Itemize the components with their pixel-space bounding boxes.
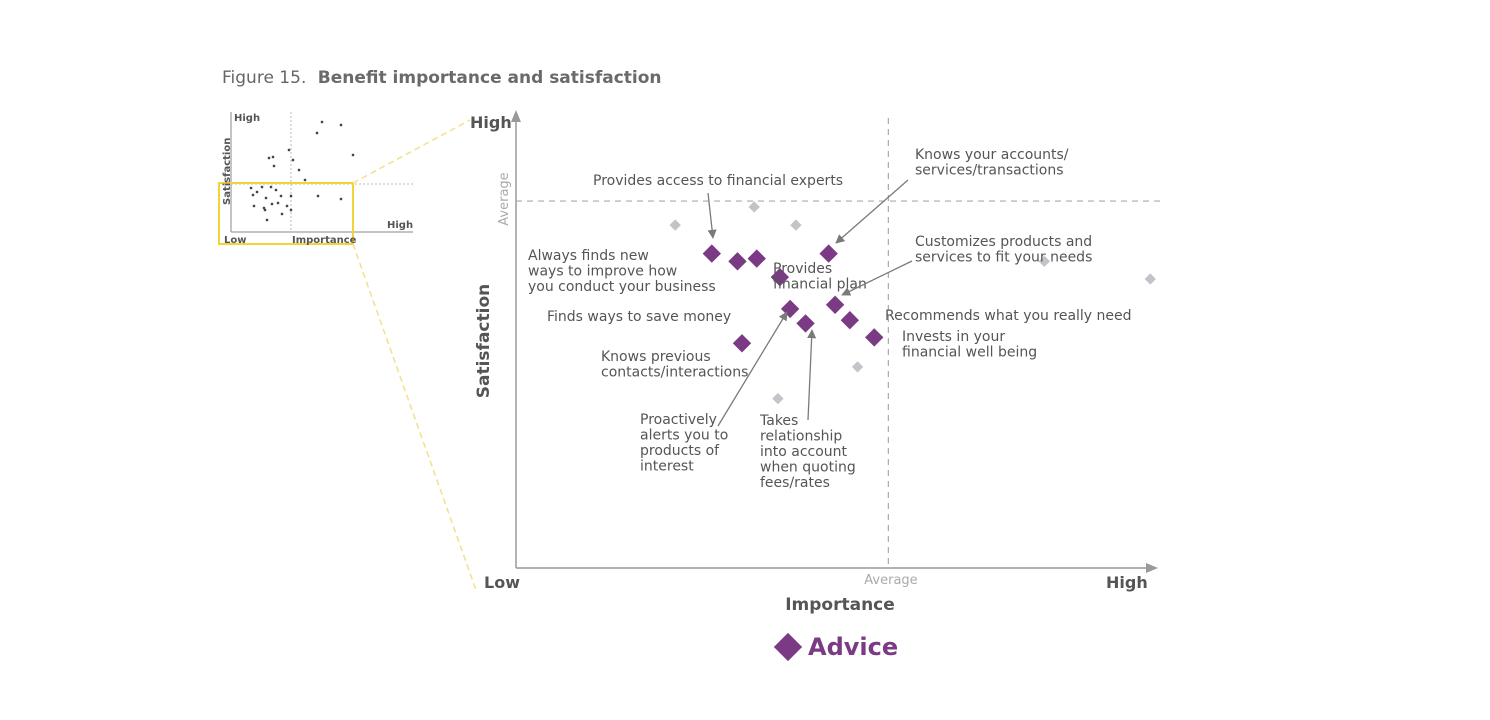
mini-dot — [303, 178, 307, 182]
mini-dot — [289, 194, 293, 198]
mini-dot — [280, 212, 284, 216]
mini-dot — [289, 208, 293, 212]
mini-overview-chart: High Satisfaction Low Importance High — [218, 112, 477, 591]
mini-dot — [351, 153, 355, 157]
x-low-label: Low — [484, 573, 520, 592]
annotation-arrow — [707, 192, 717, 239]
mini-x-low-label: Low — [224, 235, 246, 246]
other-benefit-point — [790, 219, 802, 231]
advice-point — [747, 249, 766, 268]
x-average-label: Average — [864, 573, 917, 588]
advice-point — [770, 267, 790, 287]
mini-dot — [272, 164, 276, 168]
mini-dot — [269, 185, 273, 189]
mini-dot — [263, 208, 267, 212]
mini-dot — [276, 201, 280, 205]
y-axis-arrow — [511, 110, 521, 122]
mini-dot — [297, 168, 301, 172]
mini-dot — [271, 155, 275, 159]
figure-title: Figure 15. Benefit importance and satisf… — [222, 68, 662, 88]
mini-dots — [249, 120, 355, 222]
other-benefit-point — [1038, 255, 1051, 267]
legend-label: Advice — [808, 633, 898, 661]
advice-point-label: Knows your accounts/services/transaction… — [915, 147, 1069, 179]
mini-dot — [339, 197, 343, 201]
mini-dot — [262, 206, 266, 210]
y-axis-label: Satisfaction — [474, 284, 494, 398]
advice-point — [702, 244, 722, 263]
y-average-label: Average — [497, 172, 512, 225]
mini-y-high-label: High — [234, 113, 260, 124]
annotation-arrow — [717, 311, 788, 427]
mini-dot — [287, 148, 291, 152]
x-high-label: High — [1106, 573, 1148, 592]
mini-dot — [267, 156, 271, 160]
mini-y-axis-label: Satisfaction — [222, 138, 233, 205]
mini-x-high-label: High — [387, 220, 413, 231]
zoom-box — [218, 182, 354, 245]
annotation-arrow — [807, 329, 817, 421]
zoom-connector-bottom — [352, 243, 477, 591]
mini-dot — [270, 202, 274, 206]
x-axis-label: Importance — [785, 595, 895, 615]
other-benefit-point — [1144, 273, 1156, 285]
figure-name: Benefit importance and satisfaction — [317, 68, 662, 88]
mini-dot — [274, 188, 278, 192]
mini-dot — [279, 194, 283, 198]
other-benefit-point — [772, 392, 784, 405]
legend: Advice — [773, 632, 898, 662]
legend-swatch — [773, 632, 803, 662]
mini-dot — [264, 196, 268, 200]
figure-number: Figure 15. — [222, 68, 307, 88]
advice-point — [796, 314, 815, 333]
x-axis-arrow — [1146, 563, 1158, 573]
other-benefit-point — [851, 361, 864, 373]
advice-point — [780, 299, 800, 319]
advice-point — [840, 311, 860, 330]
mini-dot — [339, 123, 343, 127]
mini-dot — [260, 185, 264, 189]
advice-point — [825, 295, 845, 314]
advice-point-label: Provides access to financial experts — [593, 173, 843, 189]
advice-point-label: Recommends what you really need — [885, 308, 1132, 324]
advice-point — [732, 334, 752, 353]
advice-point — [728, 252, 747, 271]
other-benefit-point — [669, 219, 681, 231]
advice-point-label: Finds ways to save money — [547, 309, 731, 325]
mini-dot — [320, 120, 324, 124]
mini-x-axis-label: Importance — [292, 235, 357, 246]
other-benefit-point — [748, 201, 760, 213]
mini-dot — [265, 218, 269, 222]
mini-dot — [315, 131, 319, 135]
mini-dot — [252, 204, 256, 208]
advice-point — [865, 328, 884, 347]
y-high-label: High — [470, 113, 512, 132]
annotation-arrow — [835, 179, 909, 244]
annotation-arrow — [841, 260, 913, 296]
mini-dot — [255, 190, 259, 194]
mini-dot — [285, 204, 289, 208]
zoom-connector-top — [352, 119, 471, 184]
mini-dot — [291, 158, 295, 162]
mini-dot — [316, 194, 320, 198]
mini-dot — [251, 193, 255, 197]
mini-dot — [249, 186, 253, 190]
